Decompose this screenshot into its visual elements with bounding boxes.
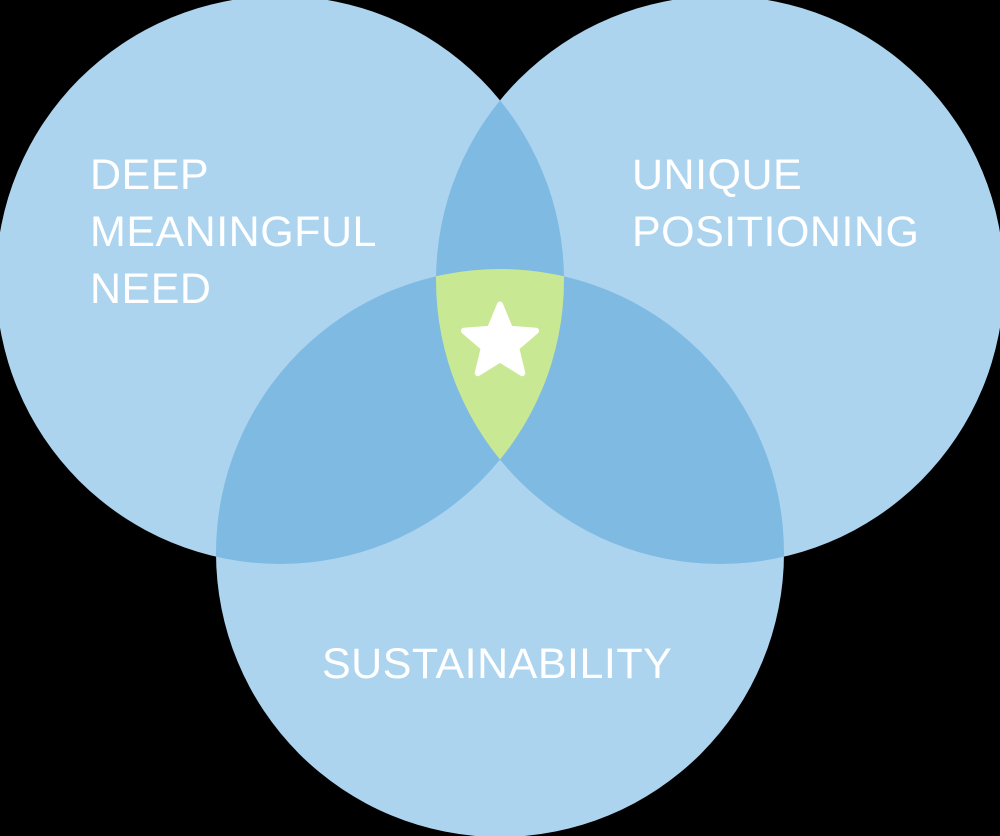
label-unique-line-1: UNIQUE: [632, 151, 803, 199]
label-unique-line-2: POSITIONING: [632, 208, 920, 256]
label-sustainability: SUSTAINABILITY: [322, 636, 672, 693]
label-deep-meaningful-need: DEEP MEANINGFUL NEED: [90, 147, 377, 318]
label-deep-line-2: MEANINGFUL: [90, 208, 377, 256]
star-icon: [460, 301, 540, 377]
label-deep-line-3: NEED: [90, 265, 212, 313]
label-deep-line-1: DEEP: [90, 151, 210, 199]
label-unique-positioning: UNIQUE POSITIONING: [632, 147, 919, 261]
label-sustainability-line-1: SUSTAINABILITY: [322, 640, 673, 688]
